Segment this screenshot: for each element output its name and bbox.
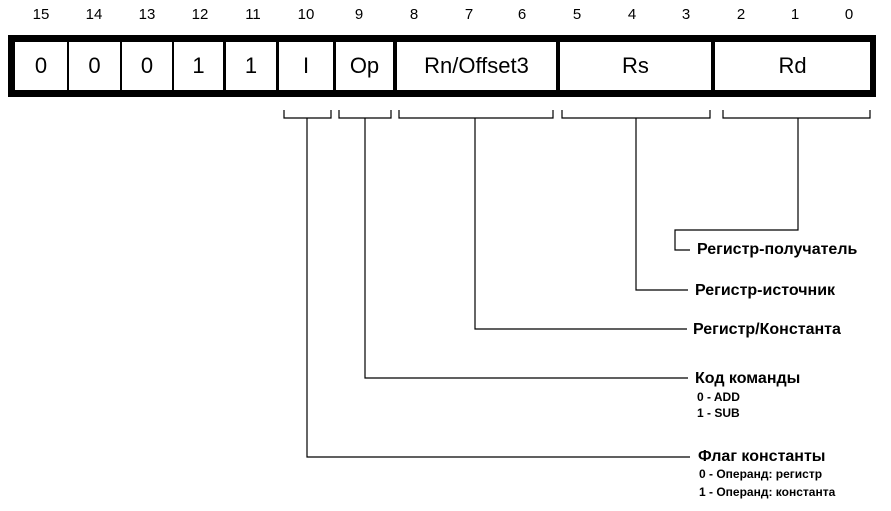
bit-number-10: 10	[297, 6, 315, 23]
bracket-immediate-flag	[283, 110, 332, 119]
field-bit-12: 1	[174, 42, 223, 90]
field-immediate-flag: I	[279, 42, 333, 90]
leader-rd	[674, 118, 799, 251]
bit-number-1: 1	[790, 6, 800, 23]
field-rn-offset3: Rn/Offset3	[397, 42, 556, 90]
leader-opcode	[364, 118, 688, 379]
label-opcode-sub: 1 - SUB	[697, 406, 740, 420]
bit-number-15: 15	[32, 6, 50, 23]
bracket-rd	[722, 110, 871, 119]
bit-number-12: 12	[191, 6, 209, 23]
bracket-rn-offset3	[398, 110, 554, 119]
field-rs: Rs	[560, 42, 711, 90]
label-immediate-register: 0 - Операнд: регистр	[699, 467, 823, 481]
label-opcode: Код команды	[695, 370, 801, 387]
bit-number-4: 4	[627, 6, 637, 23]
field-rd: Rd	[715, 42, 870, 90]
label-immediate-constant: 1 - Операнд: константа	[699, 485, 836, 499]
bit-number-7: 7	[464, 6, 474, 23]
field-bit-11: 1	[226, 42, 276, 90]
bit-number-6: 6	[517, 6, 527, 23]
bit-number-0: 0	[844, 6, 854, 23]
field-bit-14: 0	[69, 42, 120, 90]
bit-number-9: 9	[354, 6, 364, 23]
label-rs: Регистр-источник	[695, 282, 836, 299]
label-immediate-flag: Флаг константы	[698, 448, 826, 465]
field-bit-13: 0	[122, 42, 172, 90]
field-opcode: Op	[336, 42, 393, 90]
bit-number-8: 8	[409, 6, 419, 23]
label-opcode-add: 0 - ADD	[697, 390, 740, 404]
bit-number-13: 13	[138, 6, 156, 23]
label-rd: Регистр-получатель	[697, 241, 858, 258]
leader-rn-offset3	[474, 118, 687, 330]
bit-number-5: 5	[572, 6, 582, 23]
leader-immediate-flag	[306, 118, 690, 458]
bracket-opcode	[338, 110, 392, 119]
bracket-rs	[561, 110, 711, 119]
bit-number-14: 14	[85, 6, 103, 23]
bit-number-3: 3	[681, 6, 691, 23]
bit-number-11: 11	[245, 6, 261, 23]
leader-rs	[635, 118, 688, 291]
field-bit-15: 0	[15, 42, 67, 90]
label-rn-offset3: Регистр/Константа	[693, 321, 841, 338]
bit-number-2: 2	[736, 6, 746, 23]
